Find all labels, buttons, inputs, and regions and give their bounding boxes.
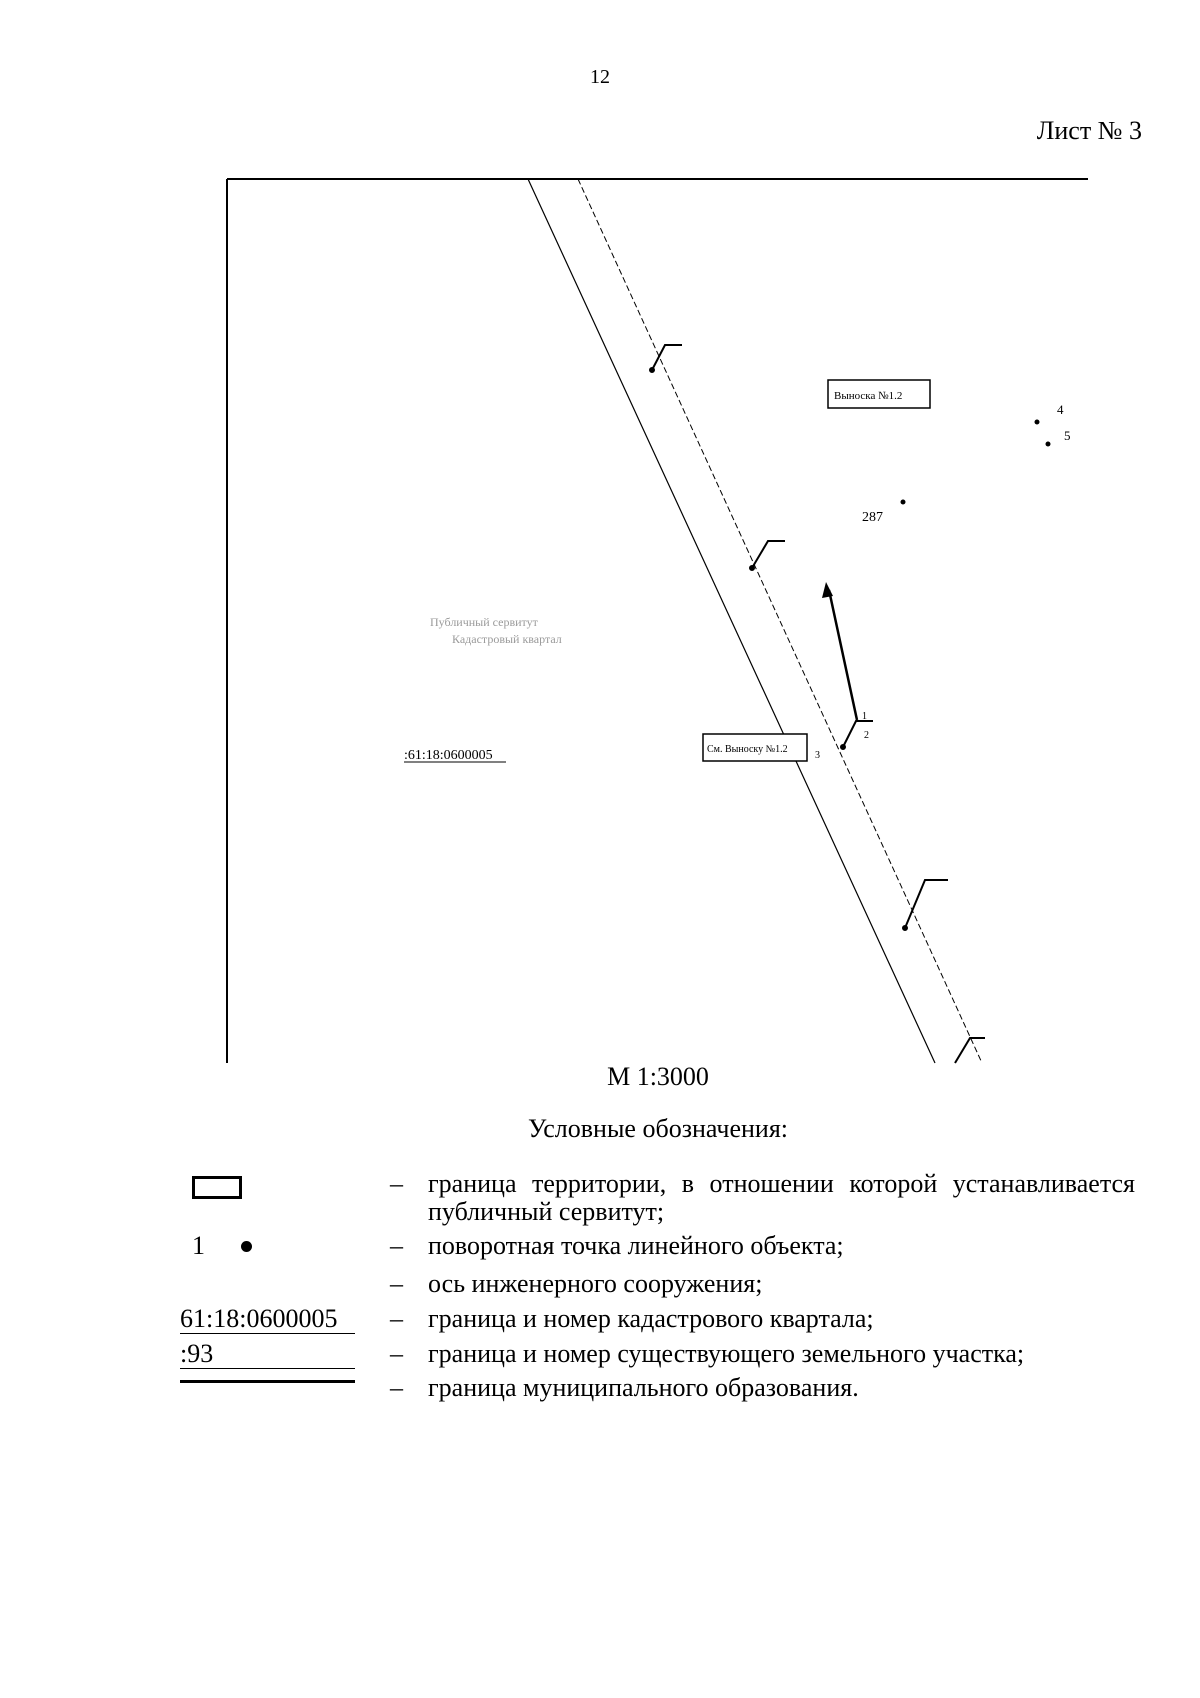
point-label-1: 1 xyxy=(862,711,867,722)
turning-point-4 xyxy=(1034,419,1040,425)
map-drawing: 4 5 287 1 2 3 Выноска №1.2 См. Выноску №… xyxy=(226,178,1088,1064)
legend-title: Условные обозначения: xyxy=(527,1114,789,1143)
servitude-boundary-right xyxy=(577,178,983,1064)
legend-symbol-plot-number: :93 xyxy=(180,1340,355,1369)
tick-marker-2 xyxy=(749,540,785,571)
callout-box-top xyxy=(827,379,931,409)
legend-text: граница муниципального образования. xyxy=(428,1373,859,1402)
legend-dash: – xyxy=(390,1339,403,1368)
point-label-3: 3 xyxy=(815,750,820,761)
point-label-5: 5 xyxy=(1064,428,1071,443)
legend-text: граница и номер существующего земельного… xyxy=(428,1339,1025,1368)
map-scale: М 1:3000 xyxy=(607,1062,709,1091)
legend-dash: – xyxy=(390,1269,403,1298)
engineering-axis-arrowhead xyxy=(822,582,833,598)
legend-text: ось инженерного сооружения; xyxy=(428,1269,763,1298)
tick-marker-5 xyxy=(954,1037,985,1064)
faint-label-line1: Публичный сервитут xyxy=(430,615,539,629)
double-line-icon xyxy=(180,1380,355,1383)
callout-top-text: Выноска №1.2 xyxy=(834,390,902,402)
sheet-label: Лист № 3 xyxy=(1036,116,1142,145)
legend-symbol-quarter-number: 61:18:0600005 xyxy=(180,1305,355,1334)
point-label-287: 287 xyxy=(862,510,883,525)
legend-item-turning-point: 1 – поворотная точка линейного объекта; xyxy=(180,1232,1135,1262)
point-label-2: 2 xyxy=(864,730,869,741)
legend-item-cadastral-quarter: 61:18:0600005 – граница и номер кадастро… xyxy=(180,1305,1135,1335)
callout-box-middle xyxy=(702,733,808,762)
legend-text: граница территории, в отношении которой … xyxy=(428,1169,1135,1226)
page-number: 12 xyxy=(590,66,610,88)
legend-item-land-plot: :93 – граница и номер существующего земе… xyxy=(180,1340,1135,1370)
turning-point-5 xyxy=(1045,441,1051,447)
callout-middle-text: См. Выноску №1.2 xyxy=(707,744,788,755)
dot-icon xyxy=(241,1241,252,1252)
legend-text: поворотная точка линейного объекта; xyxy=(428,1231,844,1260)
engineering-axis-line xyxy=(827,589,859,721)
tick-marker-3 xyxy=(840,720,873,750)
legend-item-municipal-boundary: – граница муниципального образования. xyxy=(180,1374,1135,1404)
cadastral-quarter-label: :61:18:0600005 xyxy=(404,748,493,763)
tick-marker-1 xyxy=(649,344,682,373)
point-label-4: 4 xyxy=(1057,402,1064,417)
servitude-boundary-left xyxy=(527,178,936,1064)
legend-text: граница и номер кадастрового квартала; xyxy=(428,1304,874,1333)
faint-label-line2: Кадастровый квартал xyxy=(452,632,562,646)
legend-item-servitude-boundary: – граница территории, в отношении которо… xyxy=(180,1170,1135,1230)
rectangle-outline-icon xyxy=(192,1176,242,1199)
legend-dash: – xyxy=(390,1304,403,1333)
tick-marker-4 xyxy=(902,879,948,931)
legend-dash: – xyxy=(390,1373,403,1402)
turning-point-287 xyxy=(900,499,906,505)
legend-item-engineering-axis: – ось инженерного сооружения; xyxy=(180,1270,1135,1300)
legend-dash: – xyxy=(390,1231,403,1260)
legend-dash: – xyxy=(390,1169,403,1198)
legend-symbol-number: 1 xyxy=(192,1231,205,1260)
